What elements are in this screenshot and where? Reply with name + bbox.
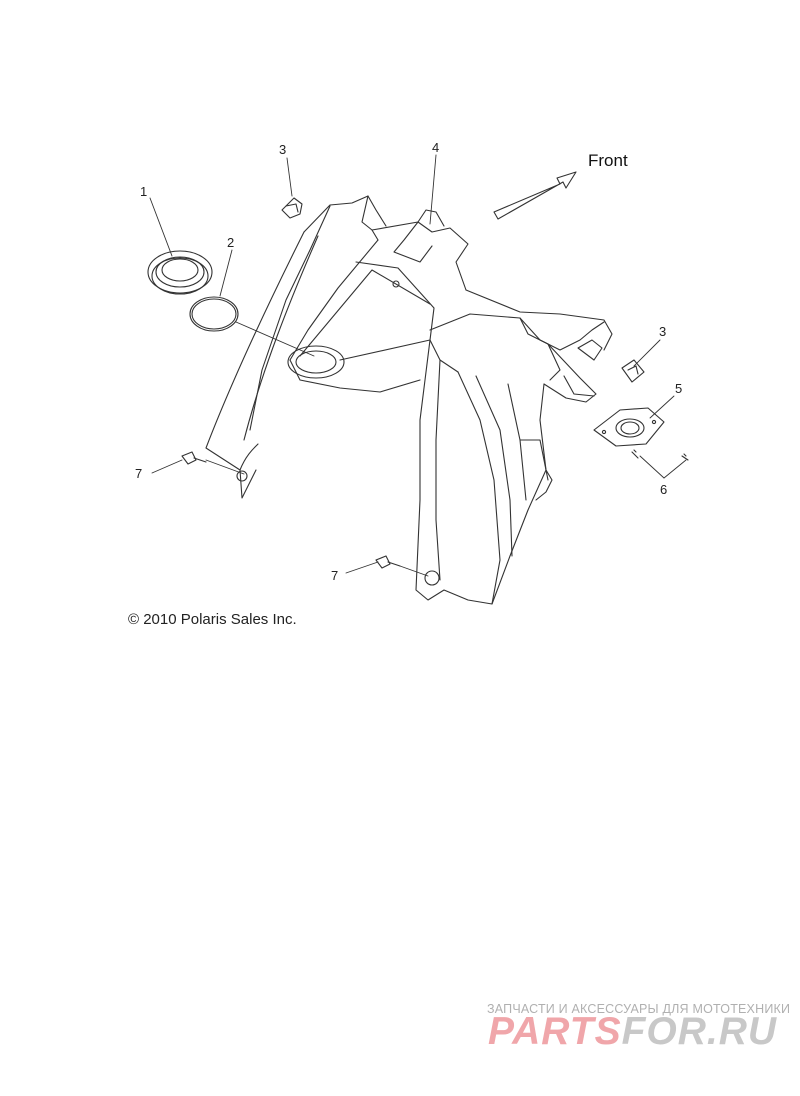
part-2-o-ring [189, 296, 239, 332]
copyright-text: © 2010 Polaris Sales Inc. [128, 611, 297, 628]
callout-4: 4 [432, 140, 439, 155]
watermark-brand-part1: PARTS [488, 1010, 622, 1053]
watermark-tagline: ЗАПЧАСТИ И АКСЕССУАРЫ ДЛЯ МОТОТЕХНИКИ [487, 1002, 791, 1016]
callout-5: 5 [675, 381, 682, 396]
callout-3-upper: 3 [279, 142, 286, 157]
callout-3-right: 3 [659, 324, 666, 339]
part-3-clip-upper [281, 197, 303, 219]
callout-2: 2 [227, 235, 234, 250]
part-6-screws [631, 449, 689, 461]
watermark-logo: PARTSFOR.RU [488, 1010, 777, 1054]
front-label: Front [588, 151, 628, 170]
part-5-plate [593, 407, 665, 447]
callout-7-upper: 7 [135, 466, 142, 481]
part-3-clip-right [621, 359, 645, 383]
part-1-cap-ring [147, 250, 213, 295]
leader-lines [149, 154, 687, 577]
part-7-rivet-upper [181, 451, 207, 465]
front-shroud-part [205, 195, 613, 605]
watermark-brand-part2: FOR.RU [621, 1010, 778, 1053]
callout-1: 1 [140, 184, 147, 199]
callout-7-lower: 7 [331, 568, 338, 583]
front-arrow [493, 171, 577, 220]
part-7-rivet-lower [375, 555, 401, 569]
callout-6: 6 [660, 482, 667, 497]
